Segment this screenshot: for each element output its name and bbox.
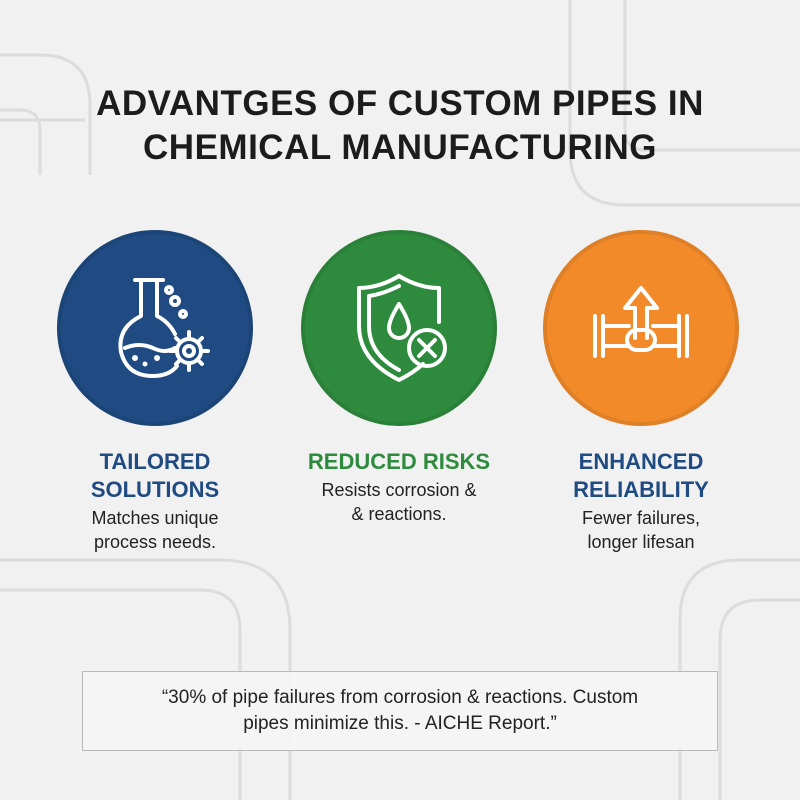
tailored-heading: TAILORED SOLUTIONS <box>50 448 260 504</box>
title-line-1: ADVANTGES OF CUSTOM PIPES IN <box>96 84 704 123</box>
reliability-circle <box>543 230 739 426</box>
quote-text: “30% of pipe failures from corrosion & r… <box>105 685 695 737</box>
quote-box: “30% of pipe failures from corrosion & r… <box>82 671 718 751</box>
shield-drop-icon <box>357 274 447 382</box>
tailored-description: Matches unique process needs. <box>50 506 260 554</box>
reduced-risks-description: Resists corrosion & & reactions. <box>294 478 504 526</box>
quote-line-2: pipes minimize this. - AICHE Report.” <box>243 713 557 734</box>
reliability-desc-line-1: Fewer failures, <box>581 508 701 528</box>
quote-line-1: “30% of pipe failures from corrosion & r… <box>161 687 639 708</box>
flask-gear-icon <box>118 278 210 378</box>
advantage-card-tailored: TAILORED SOLUTIONS Matches unique proces… <box>50 230 260 554</box>
reliability-description: Fewer failures, longer lifesan <box>536 506 746 554</box>
tailored-circle <box>57 230 253 426</box>
pipe-arrow-icon <box>593 286 689 358</box>
tailored-desc-line-2: process needs. <box>93 532 217 552</box>
reliability-heading: ENHANCED RELIABILITY <box>536 448 746 504</box>
reduced-risks-desc-line-1: Resists corrosion & <box>321 480 477 500</box>
reliability-heading-line-2: RELIABILITY <box>573 477 709 502</box>
advantage-card-reduced-risks: REDUCED RISKS Resists corrosion & & reac… <box>294 230 504 526</box>
tailored-desc-line-1: Matches unique <box>91 508 219 528</box>
reduced-risks-desc-line-2: & reactions. <box>351 504 447 524</box>
tailored-heading-line-2: SOLUTIONS <box>90 477 220 502</box>
reduced-risks-circle <box>301 230 497 426</box>
page-title: ADVANTGES OF CUSTOM PIPES IN CHEMICAL MA… <box>0 82 800 170</box>
advantage-card-reliability: ENHANCED RELIABILITY Fewer failures, lon… <box>536 230 746 554</box>
reduced-risks-heading: REDUCED RISKS <box>294 448 504 476</box>
reduced-risks-heading-line-1: REDUCED RISKS <box>307 449 491 474</box>
title-line-2: CHEMICAL MANUFACTURING <box>143 128 657 167</box>
reliability-heading-line-1: ENHANCED <box>578 449 704 474</box>
tailored-heading-line-1: TAILORED <box>99 449 211 474</box>
reliability-desc-line-2: longer lifesan <box>587 532 695 552</box>
